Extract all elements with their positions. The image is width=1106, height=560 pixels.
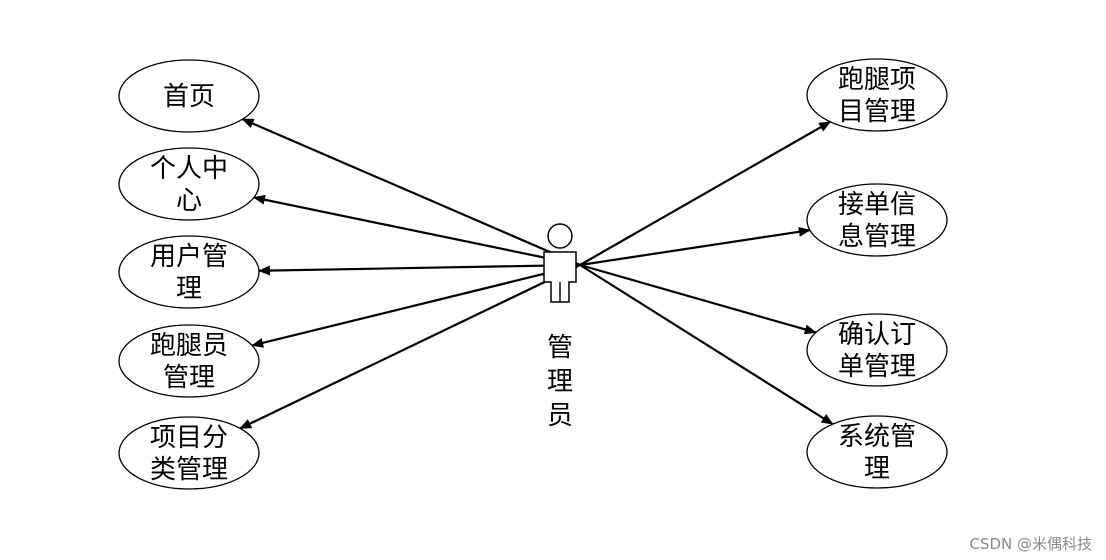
watermark: CSDN @米偶科技 <box>969 535 1092 553</box>
use-case-ellipse <box>806 415 948 489</box>
actor-figure: 管理员 <box>543 223 577 431</box>
use-case-label: 跑腿项 <box>838 65 916 95</box>
association-arrow-personal-center <box>252 194 581 267</box>
association-arrow-errand-project-management <box>579 120 832 266</box>
use-case-ellipse <box>118 147 260 221</box>
association-arrow-system-management <box>579 264 834 426</box>
actor-label: 管理员 <box>547 333 573 431</box>
use-case-label: 目管理 <box>838 97 916 127</box>
use-case-label: 心 <box>176 186 202 216</box>
use-case-label: 接单信 <box>838 190 916 220</box>
use-case-label: 跑腿员 <box>150 331 228 361</box>
use-case-label: 理 <box>176 274 202 304</box>
use-case-label: 首页 <box>163 82 215 112</box>
use-case-label: 个人中 <box>150 154 228 184</box>
use-case-label: 理 <box>864 454 890 484</box>
use-case-home: 首页 <box>118 59 260 133</box>
use-case-label: 项目分 <box>150 423 228 453</box>
use-case-label: 管理 <box>163 363 215 393</box>
use-case-nodes: 首页个人中心用户管理跑腿员管理项目分类管理跑腿项目管理接单信息管理确认订单管理系… <box>118 58 948 490</box>
use-case-label: 用户管 <box>150 242 228 272</box>
use-case-ellipse <box>118 324 260 398</box>
association-arrow-confirm-order-management <box>579 263 817 335</box>
use-case-label: 确认订 <box>838 320 916 350</box>
use-case-label: 单管理 <box>838 352 916 382</box>
use-case-label: 系统管 <box>838 422 916 452</box>
association-arrows <box>239 118 834 430</box>
use-case-ellipse <box>806 183 948 257</box>
use-case-ellipse <box>806 58 948 132</box>
association-arrow-runner-management <box>251 263 581 348</box>
association-arrow-project-category-management <box>239 264 581 430</box>
use-case-ellipse <box>118 235 260 309</box>
use-case-ellipse <box>118 416 260 490</box>
use-case-label: 息管理 <box>838 222 916 252</box>
use-case-ellipse <box>806 313 948 387</box>
person-icon <box>543 223 577 303</box>
association-arrow-order-info-management <box>579 226 811 267</box>
use-case-ellipse <box>118 59 260 133</box>
association-arrow-user-management <box>257 263 581 276</box>
use-case-label: 类管理 <box>150 455 228 485</box>
association-arrow-home <box>241 118 581 267</box>
